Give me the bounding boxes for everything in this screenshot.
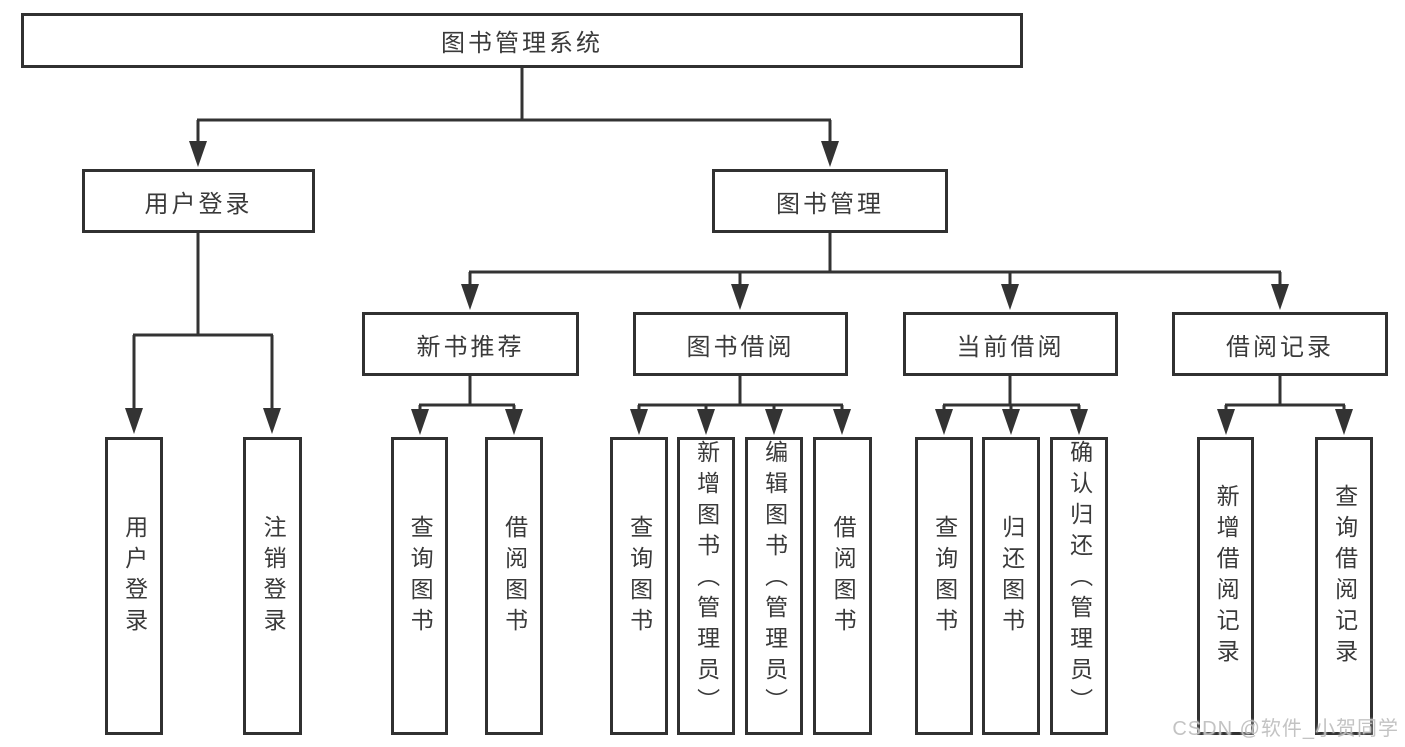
arrowhead-icon (833, 409, 851, 435)
node-book-management: 图书管理 (712, 169, 948, 233)
node-label: 查询图书 (626, 515, 653, 639)
arrowhead-icon (1002, 409, 1020, 435)
node-label: 查询图书 (407, 515, 434, 639)
arrowhead-icon (697, 409, 715, 435)
node-label: 借阅图书 (830, 515, 857, 639)
arrowhead-icon (1335, 409, 1353, 435)
node-book-borrow: 图书借阅 (633, 312, 848, 376)
node-label: 编辑图书（管理员） (761, 440, 788, 719)
node-query-borrow-record-leaf: 查询借阅记录 (1315, 437, 1373, 735)
node-label: 借阅图书 (501, 515, 528, 639)
node-borrow-books-leaf: 借阅图书 (485, 437, 543, 735)
arrowhead-icon (935, 409, 953, 435)
node-edit-books-admin-leaf: 编辑图书（管理员） (745, 437, 803, 735)
node-add-borrow-record-leaf: 新增借阅记录 (1197, 437, 1254, 735)
node-root: 图书管理系统 (21, 13, 1023, 68)
arrowhead-icon (125, 408, 143, 434)
node-borrow-books-leaf: 借阅图书 (813, 437, 872, 735)
arrowhead-icon (263, 408, 281, 434)
node-query-books-leaf: 查询图书 (610, 437, 668, 735)
arrowhead-icon (505, 409, 523, 435)
arrowhead-icon (1271, 284, 1289, 310)
arrowhead-icon (1070, 409, 1088, 435)
node-label: 查询借阅记录 (1331, 484, 1358, 670)
arrowhead-icon (630, 409, 648, 435)
node-query-books-leaf: 查询图书 (391, 437, 448, 735)
node-user-login-leaf: 用户登录 (105, 437, 163, 735)
arrowhead-icon (461, 284, 479, 310)
node-label: 确认归还（管理员） (1066, 440, 1093, 719)
node-borrow-records: 借阅记录 (1172, 312, 1388, 376)
node-label: 新增图书（管理员） (693, 440, 720, 719)
arrowhead-icon (189, 141, 207, 167)
node-return-books-leaf: 归还图书 (982, 437, 1040, 735)
node-label: 查询图书 (931, 515, 958, 639)
csdn-watermark: CSDN @软件_小贺同学 (1172, 718, 1399, 740)
node-label: 归还图书 (998, 515, 1025, 639)
arrowhead-icon (1001, 284, 1019, 310)
arrowhead-icon (821, 141, 839, 167)
node-user-login: 用户登录 (82, 169, 315, 233)
arrowhead-icon (765, 409, 783, 435)
node-confirm-return-admin-leaf: 确认归还（管理员） (1050, 437, 1108, 735)
arrowhead-icon (411, 409, 429, 435)
node-label: 用户登录 (121, 515, 148, 639)
arrowhead-icon (1217, 409, 1235, 435)
node-label: 注销登录 (260, 515, 287, 639)
node-new-book-recommend: 新书推荐 (362, 312, 579, 376)
node-query-books-leaf: 查询图书 (915, 437, 973, 735)
arrowhead-icon (731, 284, 749, 310)
node-logout-leaf: 注销登录 (243, 437, 302, 735)
node-current-borrow: 当前借阅 (903, 312, 1118, 376)
node-label: 新增借阅记录 (1213, 484, 1240, 670)
node-add-books-admin-leaf: 新增图书（管理员） (677, 437, 735, 735)
